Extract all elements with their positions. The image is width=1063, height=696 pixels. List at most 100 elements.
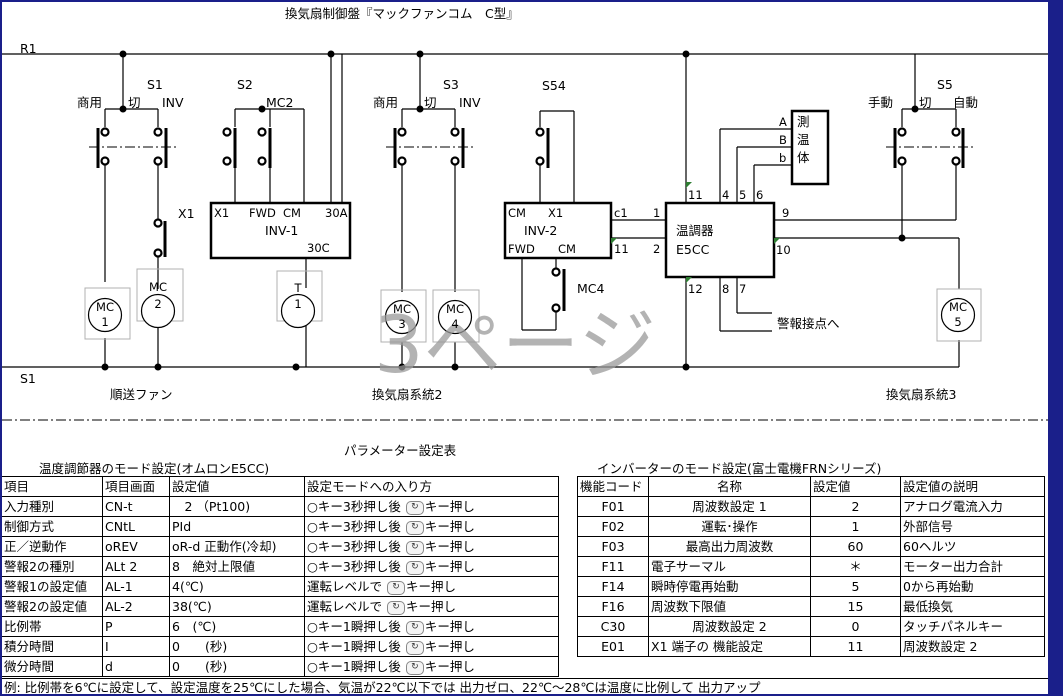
item-cell: 警報2の種別 (2, 556, 103, 577)
s2-label: S2 (237, 77, 253, 92)
entry-method-cell: ○キー1瞬押し後 ↻キー押し (304, 636, 559, 657)
entry-method-cell: 運転レベルで ↻キー押し (304, 576, 559, 597)
inv2-cm2-terminal: CM (558, 242, 576, 256)
value-cell: 4(℃) (169, 576, 305, 597)
s3-inv-label: INV (459, 95, 481, 110)
item-cell: 入力種別 (2, 496, 103, 517)
entry-method-cell: ○キー1瞬押し後 ↻キー押し (304, 616, 559, 637)
temp-table-caption: 温度調節器のモード設定(オムロンE5CC) (39, 461, 270, 476)
entry-method-pre: ○キー1瞬押し後 (307, 639, 401, 654)
description-cell: 周波数設定 2 (900, 636, 1045, 657)
screen-cell: ALt 2 (102, 556, 170, 577)
inv2-name: INV-2 (524, 223, 557, 238)
screen-cell: AL-2 (102, 596, 170, 617)
entry-method-post: キー押し (424, 619, 475, 634)
temp-table-row: 積分時間 I 0 (秒) ○キー1瞬押し後 ↻キー押し (2, 636, 559, 657)
description-cell: 外部信号 (900, 516, 1045, 537)
entry-method-post: キー押し (424, 559, 475, 574)
inv2-11-terminal: 11 (614, 242, 629, 256)
code-cell: F11 (577, 556, 649, 577)
controller-terminal-8: 8 (722, 282, 729, 296)
entry-method-cell: ○キー3秒押し後 ↻キー押し (304, 536, 559, 557)
controller-terminal-5: 5 (739, 188, 746, 202)
entry-method-cell: ○キー3秒押し後 ↻キー押し (304, 556, 559, 577)
value-cell: 8 絶対上限値 (169, 556, 305, 577)
entry-method-post: キー押し (424, 659, 475, 674)
coil-mc1-number: 1 (101, 315, 108, 329)
name-cell: 電子サーマル (648, 556, 811, 577)
entry-method-post: キー押し (406, 599, 457, 614)
temp-table-row: 入力種別 CN-t 2 （Pt100) ○キー3秒押し後 ↻キー押し (2, 496, 559, 517)
coil-t1-number: 1 (294, 297, 301, 311)
mode-key-icon: ↻ (387, 580, 405, 595)
s5-off-label: 切 (919, 95, 932, 110)
temp-table-row: 正／逆動作 oREV oR-d 正動作(冷却) ○キー3秒押し後 ↻キー押し (2, 536, 559, 557)
value-cell: 11 (810, 636, 901, 657)
description-cell: 最低換気 (900, 596, 1045, 617)
name-cell: 周波数設定 2 (648, 616, 811, 637)
sensor-terminal-a: A (779, 115, 787, 129)
screen-cell: CN-t (102, 496, 170, 517)
inv1-30a-terminal: 30A (325, 206, 348, 220)
group-label-fan-system-2: 換気扇系統2 (372, 387, 442, 402)
inverter-header-cell: 設定値の説明 (900, 476, 1045, 497)
temp-controller-table: 項目項目画面設定値設定モードへの入り方 入力種別 CN-t 2 （Pt100) … (2, 476, 559, 677)
inverter-table-row: F11 電子サーマル ＊ モーター出力合計 (577, 556, 1045, 577)
temp-table-row: 制御方式 CNtL PId ○キー3秒押し後 ↻キー押し (2, 516, 559, 537)
item-cell: 正／逆動作 (2, 536, 103, 557)
coil-t1 (280, 293, 316, 329)
name-cell: X1 端子の 機能設定 (648, 636, 811, 657)
mc2-contact-label: MC2 (266, 95, 293, 110)
diagram-title: 換気扇制御盤『マックファンコム C型』 (285, 6, 519, 21)
coil-mc3-label: MC (393, 302, 411, 316)
screen-cell: AL-1 (102, 576, 170, 597)
inv1-fwd-terminal: FWD (249, 206, 276, 220)
item-cell: 微分時間 (2, 656, 103, 677)
controller-terminal-12: 12 (688, 282, 703, 296)
mode-key-icon: ↻ (405, 660, 424, 675)
entry-method-pre: ○キー1瞬押し後 (307, 619, 401, 634)
inverter-table: 機能コード名称設定値設定値の説明 F01 周波数設定 1 2 アナログ電流入力 … (577, 476, 1045, 657)
coil-mc5-label: MC (949, 300, 967, 314)
inv2-cm-terminal: CM (508, 206, 526, 220)
item-cell: 制御方式 (2, 516, 103, 537)
controller-terminal-6: 6 (756, 188, 763, 202)
coil-mc4-number: 4 (451, 317, 458, 331)
screen-cell: oREV (102, 536, 170, 557)
inv1-x1-terminal: X1 (214, 206, 229, 220)
coil-mc4 (437, 299, 473, 335)
inverter-2-box (503, 201, 613, 260)
inverter-table-row: F01 周波数設定 1 2 アナログ電流入力 (577, 496, 1045, 517)
entry-method-pre: ○キー3秒押し後 (307, 519, 401, 534)
coil-t1-label: T (293, 281, 302, 295)
item-cell: 比例帯 (2, 616, 103, 637)
entry-method-pre: 運転レベルで (307, 599, 383, 614)
value-cell: 1 (810, 516, 901, 537)
code-cell: F03 (577, 536, 649, 557)
s3-off-label: 切 (424, 95, 437, 110)
sensor-terminal-b: b (779, 151, 786, 165)
mode-key-icon: ↻ (405, 640, 424, 655)
inverter-header-cell: 機能コード (577, 476, 649, 497)
controller-terminal-9: 9 (782, 206, 789, 220)
watermark-text: 3ページ (374, 301, 656, 391)
sensor-label-2: 温 (797, 132, 810, 147)
inverter-table-row: F02 運転･操作 1 外部信号 (577, 516, 1045, 537)
code-cell: F14 (577, 576, 649, 597)
coil-mc3 (384, 299, 420, 335)
controller-model: E5CC (676, 242, 710, 257)
value-cell: 38(℃) (169, 596, 305, 617)
coil-mc3-number: 3 (398, 317, 405, 331)
inverter-table-row: F16 周波数下限値 15 最低換気 (577, 596, 1045, 617)
entry-method-cell: ○キー1瞬押し後 ↻キー押し (304, 656, 559, 677)
inverter-table-header-row: 機能コード名称設定値設定値の説明 (577, 476, 1045, 497)
schematic-sheet: 3ページ 換気扇制御盤『マックファンコム C型』 R1 S1 S1 商用 切 I… (2, 2, 1048, 694)
inv2-c1-terminal: c1 (614, 206, 628, 220)
temperature-sensor-box (790, 109, 830, 186)
s1-label: S1 (147, 77, 163, 92)
value-cell: 0 (秒) (169, 656, 305, 677)
name-cell: 瞬時停電再始動 (648, 576, 811, 597)
description-cell: 0から再始動 (900, 576, 1045, 597)
screen-cell: I (102, 636, 170, 657)
value-cell: PId (169, 516, 305, 537)
